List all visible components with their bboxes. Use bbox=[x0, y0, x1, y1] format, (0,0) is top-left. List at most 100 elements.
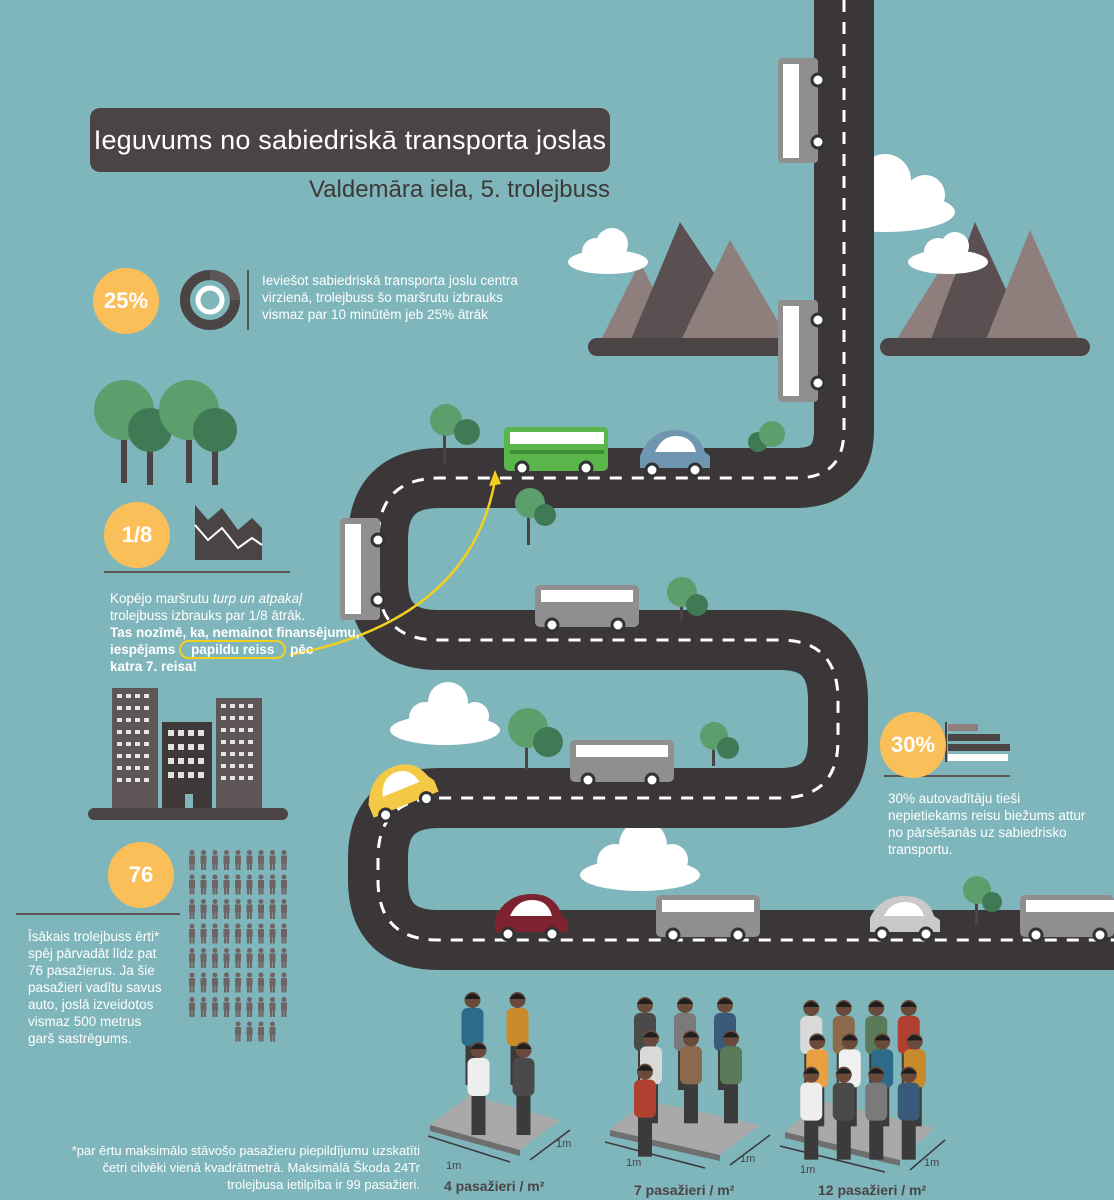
bars-chart-icon bbox=[945, 722, 1010, 762]
person-icon bbox=[281, 850, 287, 870]
person-icon bbox=[235, 850, 241, 870]
green-bus bbox=[504, 427, 608, 476]
person-icon bbox=[200, 948, 207, 968]
crowd-person bbox=[512, 1042, 535, 1135]
mountains-right bbox=[880, 222, 1090, 356]
badge-76: 76 bbox=[108, 842, 174, 908]
person-icon bbox=[258, 850, 264, 870]
person-icon bbox=[235, 1021, 241, 1042]
person-icon bbox=[246, 874, 253, 895]
person-icon bbox=[246, 948, 253, 968]
person-icon bbox=[246, 972, 253, 993]
person-icon bbox=[200, 972, 207, 993]
crowd-person bbox=[680, 1030, 702, 1124]
person-icon bbox=[258, 997, 264, 1017]
red-car bbox=[495, 894, 568, 942]
person-icon bbox=[212, 948, 218, 968]
stat-18-text: Kopējo maršrutu turp un atpakaļ trolejbu… bbox=[110, 590, 390, 675]
person-icon bbox=[189, 997, 195, 1017]
person-icon bbox=[258, 899, 264, 919]
person-icon bbox=[189, 923, 195, 944]
person-icon bbox=[223, 923, 230, 944]
person-icon bbox=[200, 899, 207, 919]
stat-76-text: Īsākais trolejbuss ērti* spēj pārvadāt l… bbox=[28, 929, 162, 1046]
stat-25-text: Ieviešot sabiedriskā transporta joslu ce… bbox=[262, 273, 518, 322]
page-subtitle: Valdemāra iela, 5. trolejbuss bbox=[308, 176, 610, 203]
person-icon bbox=[200, 923, 207, 944]
person-icon bbox=[269, 850, 276, 870]
people-icons-grid bbox=[189, 850, 287, 1042]
crowd-person bbox=[634, 1063, 656, 1157]
person-icon bbox=[281, 948, 287, 968]
density-caption-12: 12 pasažieri / m² bbox=[818, 1182, 927, 1198]
person-icon bbox=[269, 997, 276, 1017]
crowd-person bbox=[800, 1066, 823, 1160]
crowd-person bbox=[832, 1066, 855, 1160]
density-caption-7: 7 pasažieri / m² bbox=[634, 1182, 735, 1198]
person-icon bbox=[212, 972, 218, 993]
white-car bbox=[870, 896, 940, 942]
crowd-person bbox=[865, 1066, 888, 1160]
person-icon bbox=[189, 972, 195, 993]
person-icon bbox=[235, 972, 241, 993]
stat-18-line1-a: Kopējo maršrutu bbox=[110, 591, 213, 606]
buildings bbox=[88, 688, 288, 820]
person-icon bbox=[223, 874, 230, 895]
person-icon bbox=[246, 899, 253, 919]
person-icon bbox=[235, 899, 241, 919]
density-crowds bbox=[427, 992, 946, 1173]
person-icon bbox=[269, 923, 276, 944]
stat-18-bold-c: pēc bbox=[290, 642, 314, 657]
person-icon bbox=[235, 997, 241, 1017]
meter-label: 1m bbox=[626, 1157, 642, 1169]
person-icon bbox=[258, 972, 264, 993]
stat-18-bold-b: iespējams bbox=[110, 642, 176, 657]
stat-18-line2: trolejbuss izbrauks par 1/8 ātrāk. bbox=[110, 608, 306, 623]
person-icon bbox=[212, 923, 218, 944]
person-icon bbox=[212, 874, 218, 895]
person-icon bbox=[223, 850, 230, 870]
person-icon bbox=[269, 899, 276, 919]
footnote: *par ērtu maksimālo stāvošo pasažieru pi… bbox=[71, 1143, 420, 1192]
person-icon bbox=[258, 1021, 264, 1042]
crowd-person bbox=[897, 1066, 920, 1160]
extra-trip-arrow bbox=[289, 470, 501, 657]
person-icon bbox=[258, 874, 264, 895]
person-icon bbox=[212, 899, 218, 919]
bus-vertical bbox=[778, 58, 826, 163]
person-icon bbox=[212, 850, 218, 870]
meter-label: 1m bbox=[924, 1157, 940, 1169]
badge-one-eighth: 1/8 bbox=[104, 502, 170, 568]
person-icon bbox=[235, 874, 241, 895]
bus-vertical bbox=[340, 518, 386, 620]
page-title: Ieguvums no sabiedriskā transporta josla… bbox=[90, 108, 610, 172]
person-icon bbox=[258, 923, 264, 944]
person-icon bbox=[281, 899, 287, 919]
meter-label: 1m bbox=[556, 1138, 572, 1150]
stat-18-bold-a: Tas nozīmē, ka, nemainot finansējumu, bbox=[110, 625, 360, 640]
person-icon bbox=[223, 972, 230, 993]
yellow-car bbox=[368, 764, 439, 823]
person-icon bbox=[189, 899, 195, 919]
density-caption-4: 4 pasažieri / m² bbox=[444, 1178, 545, 1194]
person-icon bbox=[189, 850, 195, 870]
person-icon bbox=[246, 997, 253, 1017]
stat-18-bold-d: katra 7. reisa! bbox=[110, 659, 198, 674]
person-icon bbox=[246, 1021, 253, 1042]
roadside-trees bbox=[430, 404, 1002, 925]
cloud bbox=[908, 232, 988, 274]
badge-30-percent: 30% bbox=[880, 712, 946, 778]
person-icon bbox=[200, 874, 207, 895]
bus-grey bbox=[570, 740, 674, 788]
crowd-person bbox=[467, 1042, 490, 1135]
stat-18-line1-italic: turp un atpakaļ bbox=[212, 591, 303, 606]
road bbox=[348, 0, 1114, 970]
person-icon bbox=[189, 948, 195, 968]
person-icon bbox=[223, 997, 230, 1017]
person-icon bbox=[281, 972, 287, 993]
meter-label: 1m bbox=[740, 1153, 756, 1165]
mountain-chart-icon bbox=[194, 505, 263, 560]
cloud bbox=[580, 821, 700, 891]
person-icon bbox=[200, 850, 207, 870]
meter-label: 1m bbox=[800, 1164, 816, 1176]
